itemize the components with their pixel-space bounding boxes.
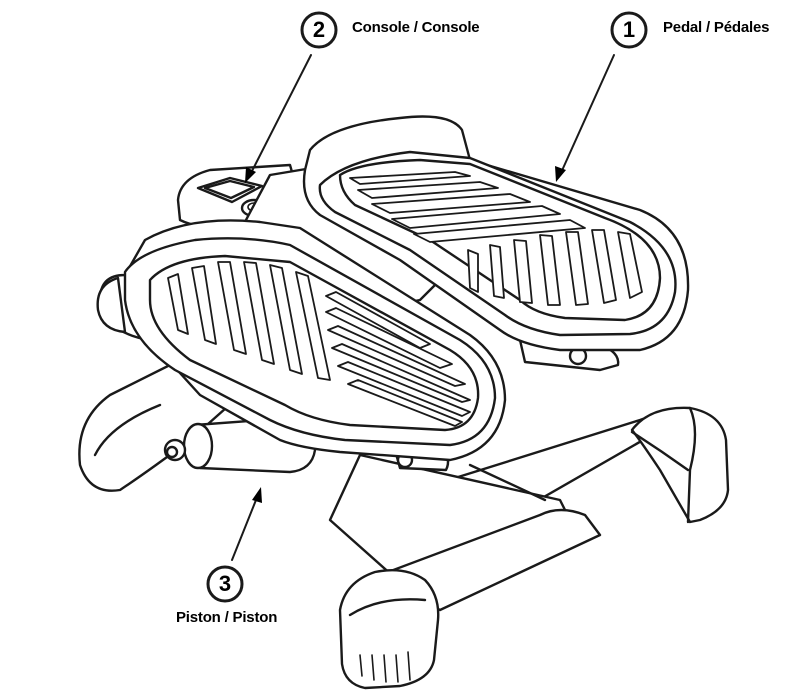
- callout-label-console: Console / Console: [352, 19, 480, 36]
- callout-number-2: 2: [312, 17, 326, 42]
- callout-number-1: 1: [622, 17, 636, 42]
- pedal-hinge: [96, 276, 127, 334]
- pedal-right: [302, 115, 690, 352]
- callout-number-3: 3: [218, 571, 232, 596]
- callout-2: [245, 11, 338, 183]
- callout-3: [206, 487, 262, 603]
- callout-label-piston: Piston / Piston: [176, 609, 278, 626]
- callout-1: [555, 11, 648, 182]
- callout-label-pedal: Pedal / Pédales: [663, 19, 770, 36]
- pedal-left: [98, 219, 507, 462]
- front-crossbar: [338, 508, 602, 690]
